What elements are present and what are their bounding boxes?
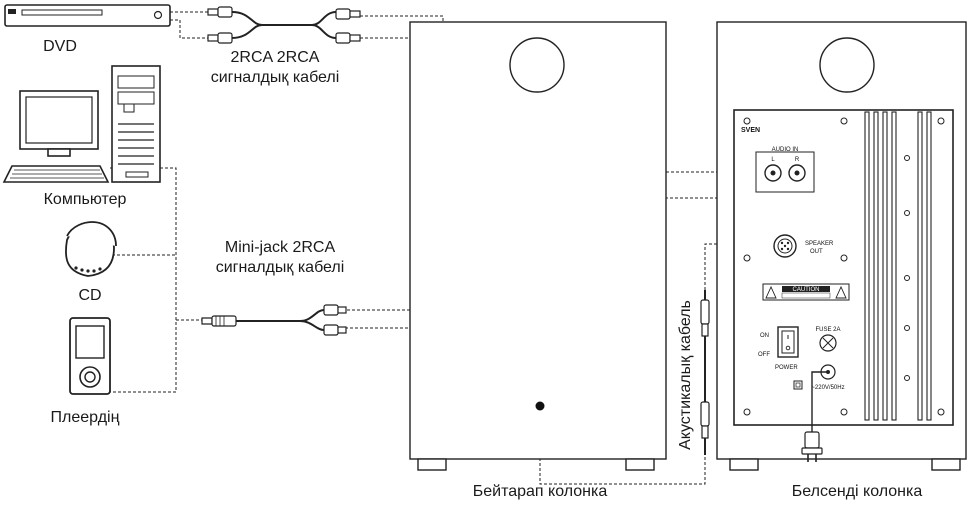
mains-label: ~220V/50Hz bbox=[811, 385, 844, 391]
dvd-label: DVD bbox=[43, 38, 77, 55]
dvd-player-icon bbox=[4, 4, 171, 27]
audio-in-left-label: L bbox=[771, 157, 775, 163]
minijack-rca-plugs bbox=[323, 304, 347, 336]
active-speaker bbox=[716, 21, 967, 471]
computer-icon bbox=[2, 65, 161, 183]
minijack-plug bbox=[201, 315, 237, 327]
minijack-cable-label-line1: Mini-jack 2RCA bbox=[224, 239, 336, 256]
computer-label: Компьютер bbox=[43, 191, 127, 208]
heatsink bbox=[864, 111, 932, 421]
audio-in-label: AUDIO IN bbox=[772, 147, 799, 153]
minijack-cable-wire bbox=[236, 309, 325, 331]
rca-cable-label-line2: сигналдық кабелі bbox=[210, 69, 340, 86]
passive-speaker bbox=[409, 21, 667, 471]
speaker-out-label-1: SPEAKER bbox=[805, 241, 834, 247]
passive-speaker-label: Бейтарап колонка bbox=[472, 483, 608, 500]
cd-label: CD bbox=[78, 287, 102, 304]
player-label: Плеердің bbox=[50, 409, 120, 426]
brand-label: SVEN bbox=[741, 127, 760, 134]
rca-cable-right-plugs bbox=[335, 8, 361, 44]
rca-cable-left-fork bbox=[231, 11, 263, 39]
active-speaker-label: Белсенді колонка bbox=[791, 483, 923, 500]
speaker-cable-label: Акустикалық кабель bbox=[677, 300, 694, 450]
rca-cable-right-fork bbox=[311, 11, 337, 39]
caution-text: CAUTION bbox=[793, 287, 820, 293]
speaker-cable bbox=[700, 290, 710, 455]
rca-cable-left-plugs bbox=[207, 6, 233, 44]
portable-player-icon bbox=[69, 317, 111, 395]
cd-player-icon bbox=[65, 221, 117, 277]
minijack-cable-label-line2: сигналдық кабелі bbox=[215, 259, 345, 276]
off-label: OFF bbox=[758, 352, 770, 358]
power-plug bbox=[801, 431, 823, 462]
on-label: ON bbox=[760, 333, 769, 339]
power-label: POWER bbox=[775, 365, 798, 371]
audio-in-right-label: R bbox=[795, 157, 800, 163]
rca-cable-label-line1: 2RCA 2RCA bbox=[230, 49, 320, 66]
speaker-out-label-2: OUT bbox=[810, 249, 823, 255]
fuse-label: FUSE 2A bbox=[815, 327, 840, 333]
power-cord bbox=[811, 371, 828, 432]
